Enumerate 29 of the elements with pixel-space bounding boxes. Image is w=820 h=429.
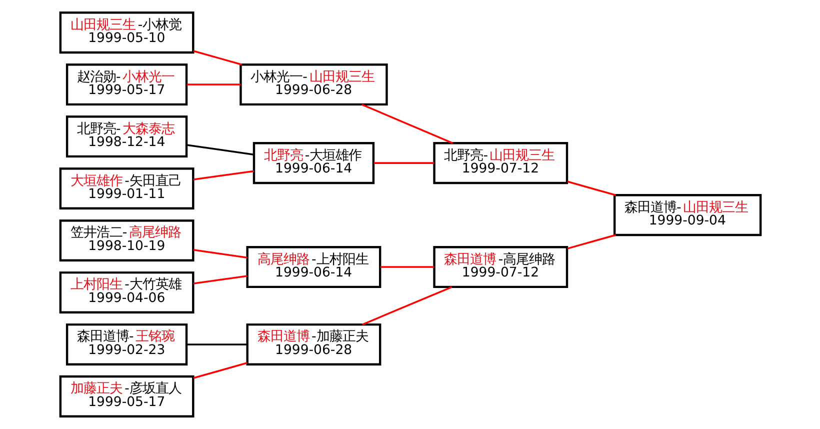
node-box: 小林光一-山田规三生 1999-06-28: [239, 64, 388, 106]
connector: [566, 234, 616, 250]
connector: [380, 266, 434, 268]
connector: [373, 162, 434, 164]
node-box: 北野亮-山田规三生 1999-07-12: [432, 142, 568, 184]
node-box: 北野亮-大垣雄作 1999-06-14: [252, 142, 374, 184]
connector: [186, 84, 240, 86]
node-box: 森田道博-山田规三生 1999-09-04: [612, 194, 762, 236]
node-box: 赵治勋-小林光一 1999-05-17: [65, 64, 188, 106]
connector: [566, 180, 616, 196]
node-box: 加藤正夫-彦坂直人 1999-05-17: [58, 375, 194, 418]
node-box: 上村阳生-大竹英雄 1999-04-06: [58, 271, 194, 314]
connector: [192, 362, 247, 379]
connector: [361, 104, 452, 144]
connector: [192, 275, 247, 284]
node-box: 森田道博-高尾绅路 1999-07-12: [432, 246, 568, 288]
node-box: 北野亮-大森泰志 1998-12-14: [65, 116, 188, 158]
connector: [186, 344, 247, 346]
node-box: 森田道博-王铭琬 1999-02-23: [65, 323, 188, 366]
connector: [192, 170, 254, 180]
connector: [192, 50, 242, 66]
connector: [362, 286, 452, 326]
node-box: 山田规三生-小林觉 1999-05-10: [58, 12, 194, 54]
connector: [186, 144, 254, 156]
connector: [192, 249, 247, 259]
node-box: 高尾绅路-上村阳生 1999-06-14: [246, 246, 381, 288]
node-box: 森田道博-加藤正夫 1999-06-28: [246, 323, 381, 366]
node-box: 笠井浩二-高尾绅路 1998-10-19: [58, 219, 194, 262]
node-box: 大垣雄作-矢田直己 1999-01-11: [58, 168, 194, 210]
